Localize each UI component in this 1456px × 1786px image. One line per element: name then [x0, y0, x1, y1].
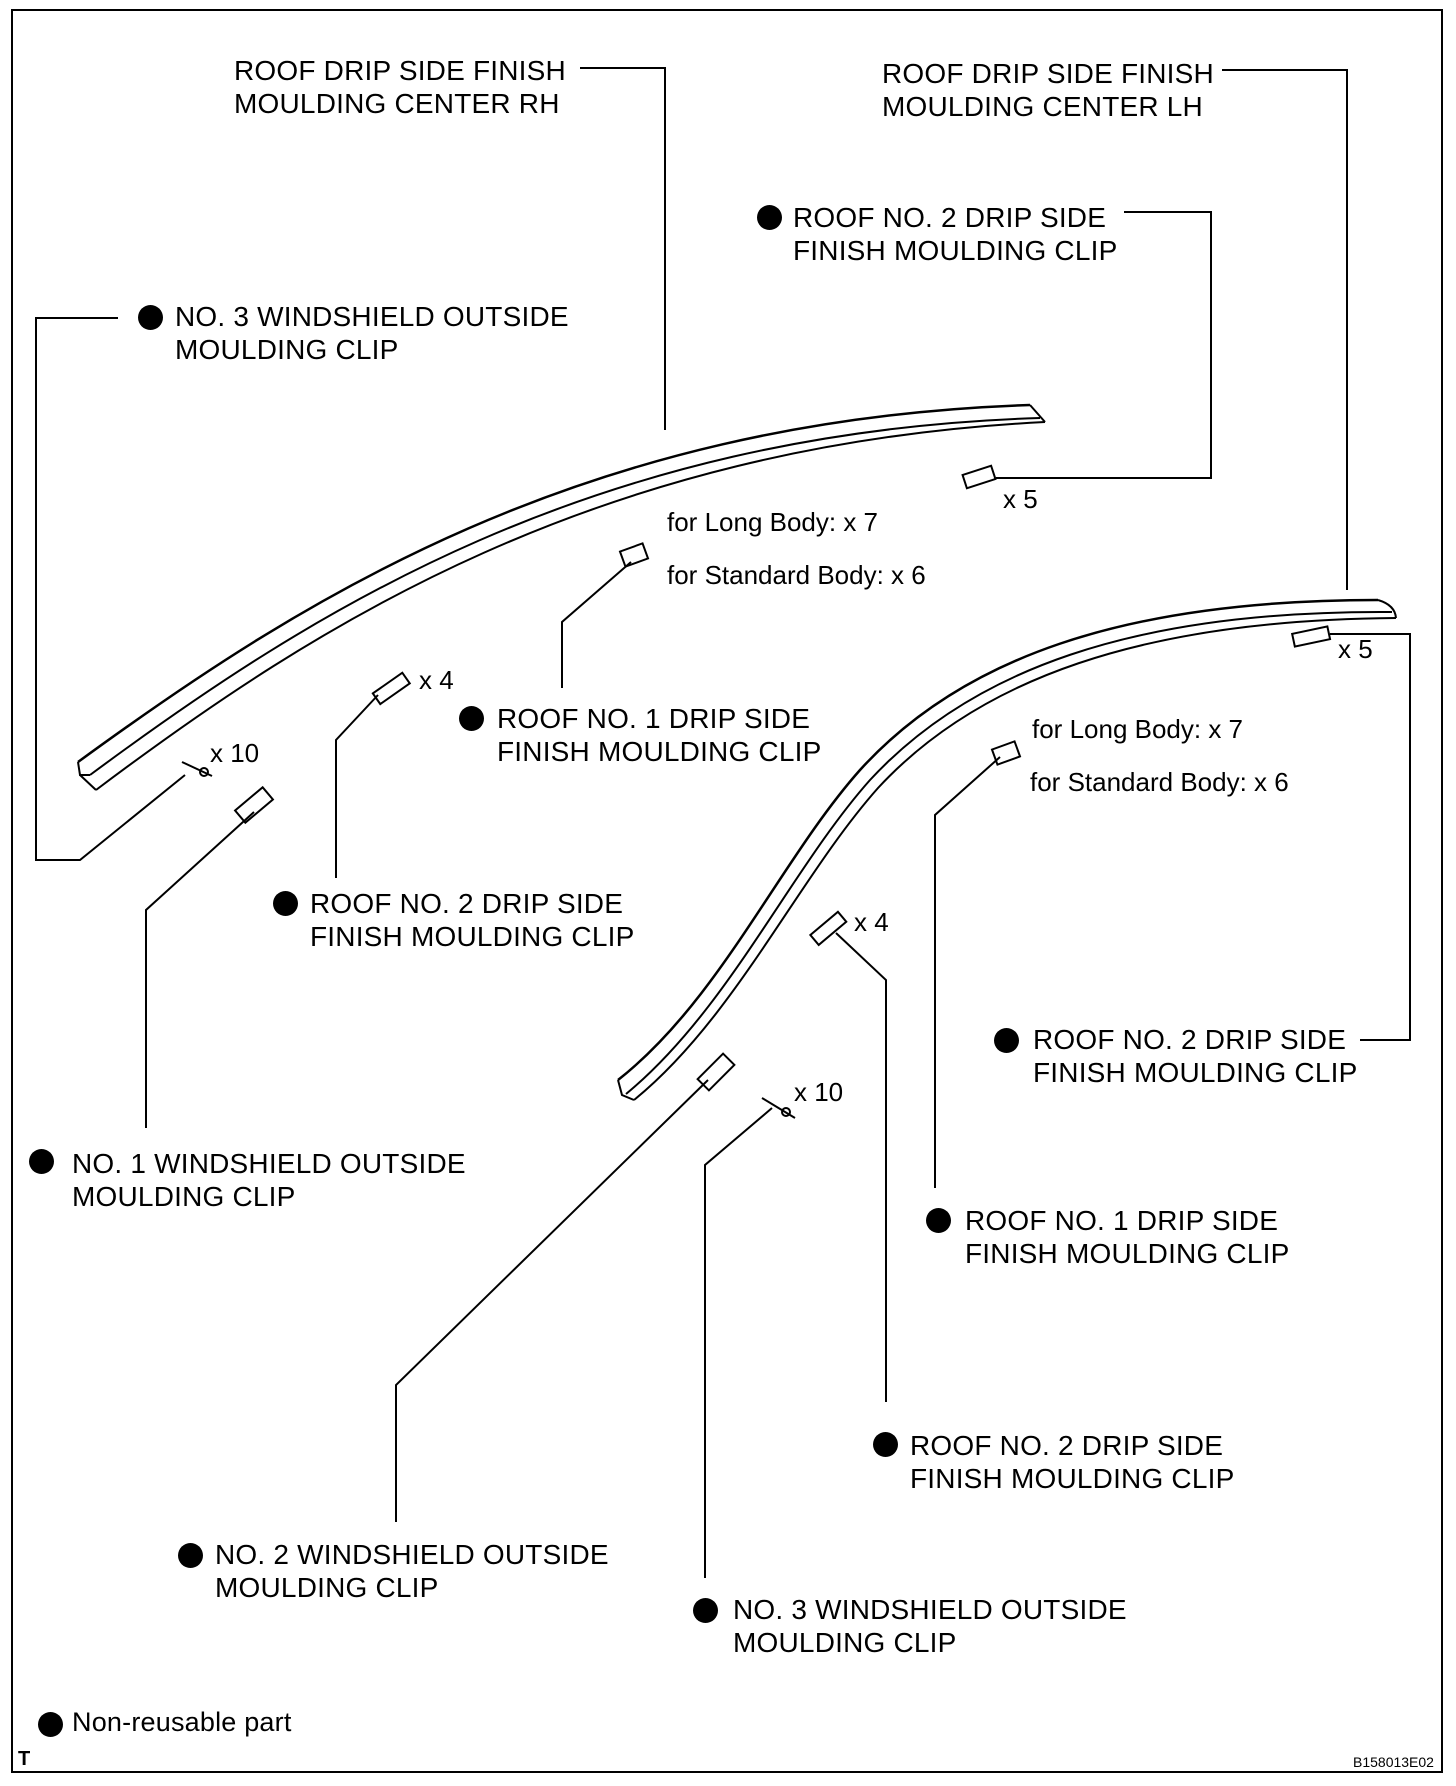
label-line: ROOF NO. 1 DRIP SIDE [965, 1205, 1279, 1236]
qty-rh-top-clip: x 5 [1003, 484, 1038, 514]
label-top-no2-clip: ROOF NO. 2 DRIP SIDE FINISH MOULDING CLI… [793, 201, 1117, 267]
label-line: ROOF DRIP SIDE FINISH [882, 58, 1214, 89]
qty-rh-standard: for Standard Body: x 6 [667, 560, 926, 590]
label-lh-no1-drip: ROOF NO. 1 DRIP SIDE FINISH MOULDING CLI… [965, 1204, 1289, 1270]
label-line: MOULDING CENTER LH [882, 91, 1203, 122]
clip-rh-no2 [371, 671, 412, 706]
corner-mark: T [18, 1748, 31, 1770]
legend-non-reusable: Non-reusable part [72, 1707, 292, 1737]
non-reusable-dot [757, 205, 782, 230]
clip-rh-no1 [618, 542, 650, 568]
label-rh-no1-drip: ROOF NO. 1 DRIP SIDE FINISH MOULDING CLI… [497, 702, 821, 768]
label-line: NO. 3 WINDSHIELD OUTSIDE [175, 301, 569, 332]
qty-lh-no3-windshield: x 10 [794, 1077, 844, 1107]
qty-lh-long: for Long Body: x 7 [1032, 714, 1244, 744]
leader-lines [35, 67, 1411, 1578]
qty-lh-top-clip: x 5 [1338, 634, 1373, 664]
label-left-no3-windshield: NO. 3 WINDSHIELD OUTSIDE MOULDING CLIP [175, 300, 569, 366]
qty-rh-no2-clip: x 4 [419, 665, 454, 695]
label-line: NO. 2 WINDSHIELD OUTSIDE [215, 1539, 609, 1570]
label-line: FINISH MOULDING CLIP [965, 1238, 1290, 1269]
qty-rh-long: for Long Body: x 7 [667, 507, 879, 537]
non-reusable-dot [178, 1543, 203, 1568]
non-reusable-dot [459, 706, 484, 731]
label-line: NO. 1 WINDSHIELD OUTSIDE [72, 1148, 466, 1179]
diagram-frame [11, 9, 1443, 1773]
non-reusable-dot [138, 305, 163, 330]
label-line: FINISH MOULDING CLIP [497, 736, 822, 767]
clip-rh-top [961, 464, 997, 490]
label-line: ROOF NO. 2 DRIP SIDE [1033, 1024, 1347, 1055]
clip-lh-no2 [808, 910, 848, 947]
lh-moulding [617, 598, 1397, 1101]
label-line: MOULDING CLIP [733, 1627, 957, 1658]
non-reusable-dot [926, 1208, 951, 1233]
label-line: NO. 3 WINDSHIELD OUTSIDE [733, 1594, 1127, 1625]
label-line: ROOF DRIP SIDE FINISH [234, 55, 566, 86]
label-line: MOULDING CENTER RH [234, 88, 560, 119]
clip-lh-no1 [990, 740, 1022, 766]
legend-dot [38, 1712, 63, 1737]
non-reusable-dot [873, 1432, 898, 1457]
label-right-no2-drip: ROOF NO. 2 DRIP SIDE FINISH MOULDING CLI… [1033, 1023, 1357, 1089]
label-line: ROOF NO. 2 DRIP SIDE [910, 1430, 1224, 1461]
label-line: FINISH MOULDING CLIP [910, 1463, 1235, 1494]
label-center-rh: ROOF DRIP SIDE FINISH MOULDING CENTER RH [234, 54, 566, 120]
label-center-lh: ROOF DRIP SIDE FINISH MOULDING CENTER LH [882, 57, 1214, 123]
label-line: ROOF NO. 1 DRIP SIDE [497, 703, 811, 734]
label-line: FINISH MOULDING CLIP [1033, 1057, 1358, 1088]
label-line: ROOF NO. 2 DRIP SIDE [793, 202, 1107, 233]
qty-rh-no3-windshield: x 10 [210, 738, 260, 768]
label-rh-no2-drip: ROOF NO. 2 DRIP SIDE FINISH MOULDING CLI… [310, 887, 634, 953]
clip-rh-no3-windshield [181, 761, 213, 777]
label-line: MOULDING CLIP [215, 1572, 439, 1603]
label-left-no1-windshield: NO. 1 WINDSHIELD OUTSIDE MOULDING CLIP [72, 1147, 466, 1213]
label-line: ROOF NO. 2 DRIP SIDE [310, 888, 624, 919]
non-reusable-dot [693, 1598, 718, 1623]
label-line: FINISH MOULDING CLIP [793, 235, 1118, 266]
non-reusable-dot [29, 1149, 54, 1174]
label-line: MOULDING CLIP [72, 1181, 296, 1212]
label-line: MOULDING CLIP [175, 334, 399, 365]
label-bottom-no2-windshield: NO. 2 WINDSHIELD OUTSIDE MOULDING CLIP [215, 1538, 609, 1604]
rh-moulding [77, 403, 1046, 791]
label-line: FINISH MOULDING CLIP [310, 921, 635, 952]
label-bottom-no3-windshield: NO. 3 WINDSHIELD OUTSIDE MOULDING CLIP [733, 1593, 1127, 1659]
clip-rh-no1-windshield [233, 785, 275, 825]
non-reusable-dot [273, 891, 298, 916]
label-lh-no2-drip: ROOF NO. 2 DRIP SIDE FINISH MOULDING CLI… [910, 1429, 1234, 1495]
non-reusable-dot [994, 1028, 1019, 1053]
clip-lh-top [1290, 625, 1332, 648]
qty-lh-no2-clip: x 4 [854, 907, 889, 937]
figure-code: B158013E02 [1353, 1754, 1434, 1770]
clip-lh-no3-windshield [761, 1097, 796, 1119]
qty-lh-standard: for Standard Body: x 6 [1030, 767, 1289, 797]
